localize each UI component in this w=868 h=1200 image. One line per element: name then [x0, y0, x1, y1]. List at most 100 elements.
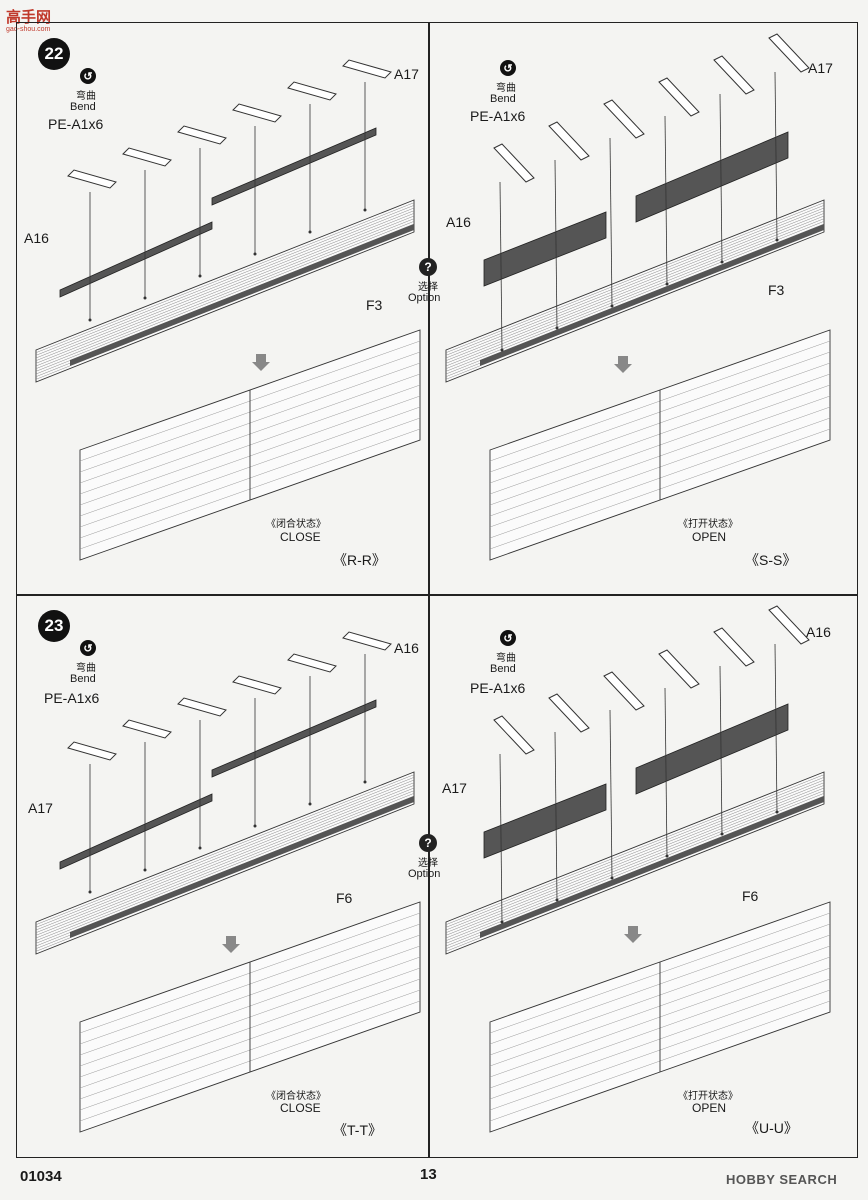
leader-dot [555, 898, 559, 902]
part-label-left: A16 [446, 214, 471, 230]
leader-dot [555, 326, 559, 330]
part-label-left: A17 [442, 780, 467, 796]
floor-slat-line [35, 221, 415, 372]
leader-dot [308, 802, 312, 806]
part-label-left: A17 [28, 800, 53, 816]
bracket-rail [211, 127, 377, 206]
leader-dot [610, 876, 614, 880]
floor-slat-line [445, 779, 825, 931]
part-label-right: A16 [394, 640, 419, 656]
pe-part-slat [713, 627, 755, 667]
pe-part-slat [287, 81, 337, 101]
floor-slat-line [445, 221, 825, 372]
pe-part-slat [232, 103, 282, 123]
leader-line [554, 159, 558, 329]
pe-part-label: PE-A1x6 [48, 116, 104, 132]
part-label-right: A17 [394, 66, 419, 82]
leader-dot [775, 810, 779, 814]
bracket-rail [635, 703, 789, 795]
floor-slat-line [445, 774, 825, 925]
state-label-cn: 《闭合状态》 [266, 519, 326, 530]
option-label-cn: 选择 [418, 858, 438, 869]
pe-part-slat [342, 631, 392, 651]
bend-label-cn: 弯曲 [76, 91, 96, 102]
pe-part-slat [287, 653, 337, 673]
part-label-floor: F6 [336, 890, 353, 906]
section-label: 《S-S》 [745, 552, 797, 568]
leader-line [719, 665, 723, 835]
watermark-logo: 高手网 gao-shou.com [4, 4, 76, 33]
floor-slat-line [445, 215, 825, 367]
floor-slat-line [35, 785, 415, 936]
leader-line [499, 753, 503, 923]
bend-label-en: Bend [490, 663, 516, 675]
page-frame [16, 22, 858, 1158]
floor-slat-line [35, 790, 415, 941]
floor-slat-line [35, 202, 415, 353]
floor-slat-line [35, 205, 415, 356]
down-arrow-icon [252, 354, 270, 371]
section-label: 《R-R》 [333, 552, 386, 568]
floor-slat-line [35, 207, 415, 359]
state-label-cn: 《闭合状态》 [266, 1091, 326, 1102]
leader-line [719, 93, 723, 263]
pe-part-slat [493, 715, 535, 755]
bracket-rail [59, 221, 213, 298]
floor-slat-line [35, 793, 415, 944]
pe-part-slat [67, 741, 117, 761]
state-label-cn: 《打开状态》 [678, 1091, 738, 1102]
section-label: 《T-T》 [333, 1122, 382, 1138]
pe-part-slat [67, 169, 117, 189]
question-icon: ? [419, 834, 437, 852]
bend-label-en: Bend [70, 673, 96, 685]
floor-slat-line [445, 213, 825, 364]
leader-dot [363, 780, 367, 784]
pe-part-slat [603, 99, 645, 139]
floor-slat-line [445, 210, 825, 361]
floor-slat-line [35, 787, 415, 939]
floor-slat-line [35, 779, 415, 931]
floor-slat-line [35, 213, 415, 364]
leader-dot [88, 890, 92, 894]
leader-dot [363, 208, 367, 212]
leader-dot [610, 304, 614, 308]
pe-part-slat [658, 649, 700, 689]
state-label-en: OPEN [692, 1101, 727, 1115]
leader-dot [500, 348, 504, 352]
state-label-en: CLOSE [280, 530, 321, 544]
pe-part-slat [177, 125, 227, 145]
leader-dot [665, 854, 669, 858]
leader-line [774, 643, 778, 813]
floor-slat-line [35, 777, 415, 928]
pe-part-slat [548, 121, 590, 161]
bend-label-en: Bend [490, 93, 516, 105]
leader-line [609, 137, 613, 307]
part-label-floor: F6 [742, 888, 759, 904]
floor-slat-line [35, 210, 415, 361]
pe-part-slat [232, 675, 282, 695]
part-label-floor: F3 [768, 282, 785, 298]
state-label-en: OPEN [692, 530, 727, 544]
pe-part-slat [658, 77, 700, 117]
leader-line [664, 115, 668, 285]
page-number: 13 [420, 1166, 437, 1183]
bend-label-en: Bend [70, 101, 96, 113]
floor-slat-line [35, 218, 415, 369]
bracket-rail [211, 699, 377, 778]
watermark-text: 高手网 [6, 9, 52, 26]
leader-line [774, 71, 778, 241]
pe-part-slat [342, 59, 392, 79]
down-arrow-icon [624, 926, 642, 943]
leader-dot [253, 824, 257, 828]
leader-line [609, 709, 613, 879]
bracket-rail [483, 211, 607, 287]
pe-part-slat [713, 55, 755, 95]
leader-line [499, 181, 503, 351]
leader-dot [253, 252, 257, 256]
leader-dot [720, 260, 724, 264]
leader-line [664, 687, 668, 857]
option-label-cn: 选择 [418, 282, 438, 293]
leader-dot [198, 274, 202, 278]
floor-grating [480, 224, 824, 366]
